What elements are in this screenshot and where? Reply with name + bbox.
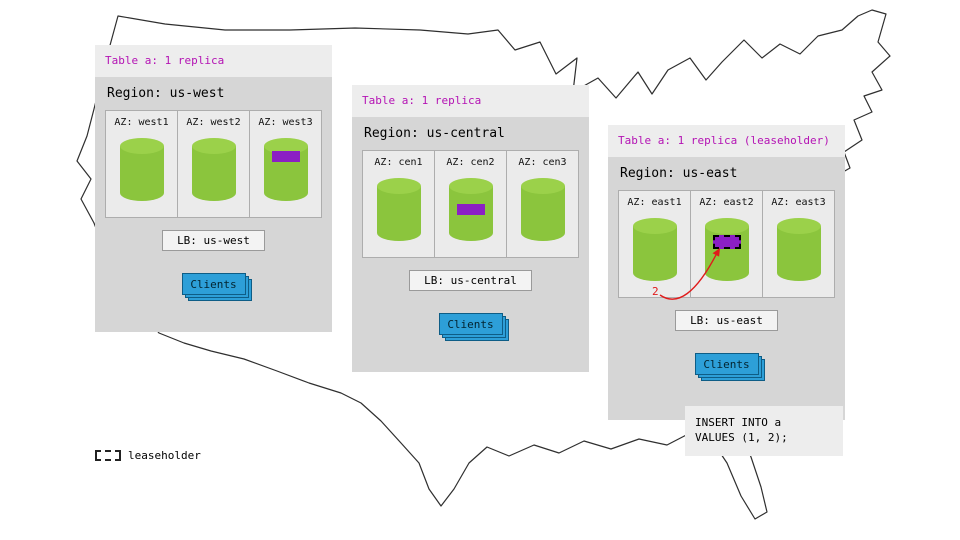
clients-box: Clients <box>181 273 246 295</box>
database-cylinder-icon <box>631 217 679 283</box>
region-panel-us-west: Table a: 1 replica Region: us-west AZ: w… <box>95 45 332 332</box>
az-cell-west1: AZ: west1 <box>105 110 178 218</box>
az-cell-cen1: AZ: cen1 <box>362 150 435 258</box>
sql-statement-box: INSERT INTO a VALUES (1, 2); <box>685 406 843 456</box>
replica-range <box>456 204 485 215</box>
region-title: Region: us-east <box>620 166 738 181</box>
az-label: AZ: cen2 <box>446 157 495 168</box>
database-cylinder-icon <box>447 177 495 243</box>
az-label: AZ: cen1 <box>374 157 423 168</box>
az-label: AZ: west2 <box>186 117 241 128</box>
load-balancer-box: LB: us-west <box>162 230 265 251</box>
az-label: AZ: east2 <box>699 197 754 208</box>
az-cell-east2: AZ: east2 <box>690 190 763 298</box>
load-balancer-box: LB: us-central <box>409 270 532 291</box>
az-label: AZ: cen3 <box>518 157 567 168</box>
clients-box: Clients <box>438 313 503 335</box>
clients-stack: Clients <box>694 353 765 381</box>
az-cell-cen3: AZ: cen3 <box>506 150 579 258</box>
insert-value-annotation: 2 <box>652 285 659 298</box>
legend: leaseholder <box>95 449 201 462</box>
table-label: Table a: 1 replica (leaseholder) <box>608 125 845 157</box>
table-label: Table a: 1 replica <box>352 85 589 117</box>
az-label: AZ: west1 <box>114 117 169 128</box>
az-row: AZ: cen1 AZ: cen2 <box>362 150 579 258</box>
region-panel-us-east: Table a: 1 replica (leaseholder) Region:… <box>608 125 845 420</box>
sql-line-2: VALUES (1, 2); <box>695 431 788 444</box>
load-balancer-box: LB: us-east <box>675 310 778 331</box>
database-cylinder-icon <box>775 217 823 283</box>
az-cell-east1: AZ: east1 <box>618 190 691 298</box>
clients-stack: Clients <box>181 273 252 301</box>
legend-label: leaseholder <box>128 449 201 462</box>
database-cylinder-icon <box>703 217 751 283</box>
az-cell-west2: AZ: west2 <box>177 110 250 218</box>
region-panel-us-central: Table a: 1 replica Region: us-central AZ… <box>352 85 589 372</box>
az-cell-east3: AZ: east3 <box>762 190 835 298</box>
database-cylinder-icon <box>118 137 166 203</box>
clients-box: Clients <box>694 353 759 375</box>
region-title: Region: us-central <box>364 126 505 141</box>
az-cell-cen2: AZ: cen2 <box>434 150 507 258</box>
sql-line-1: INSERT INTO a <box>695 416 782 429</box>
az-cell-west3: AZ: west3 <box>249 110 322 218</box>
database-cylinder-icon <box>519 177 567 243</box>
az-row: AZ: west1 AZ: west2 <box>105 110 322 218</box>
az-row: AZ: east1 AZ: east2 <box>618 190 835 298</box>
database-cylinder-icon <box>190 137 238 203</box>
leaseholder-swatch-icon <box>95 450 121 461</box>
table-label: Table a: 1 replica <box>95 45 332 77</box>
replica-range <box>271 151 300 162</box>
region-title: Region: us-west <box>107 86 225 101</box>
clients-stack: Clients <box>438 313 509 341</box>
database-cylinder-icon <box>262 137 310 203</box>
az-label: AZ: east1 <box>627 197 682 208</box>
leaseholder-range <box>712 235 741 249</box>
az-label: AZ: west3 <box>258 117 313 128</box>
database-cylinder-icon <box>375 177 423 243</box>
az-label: AZ: east3 <box>771 197 826 208</box>
